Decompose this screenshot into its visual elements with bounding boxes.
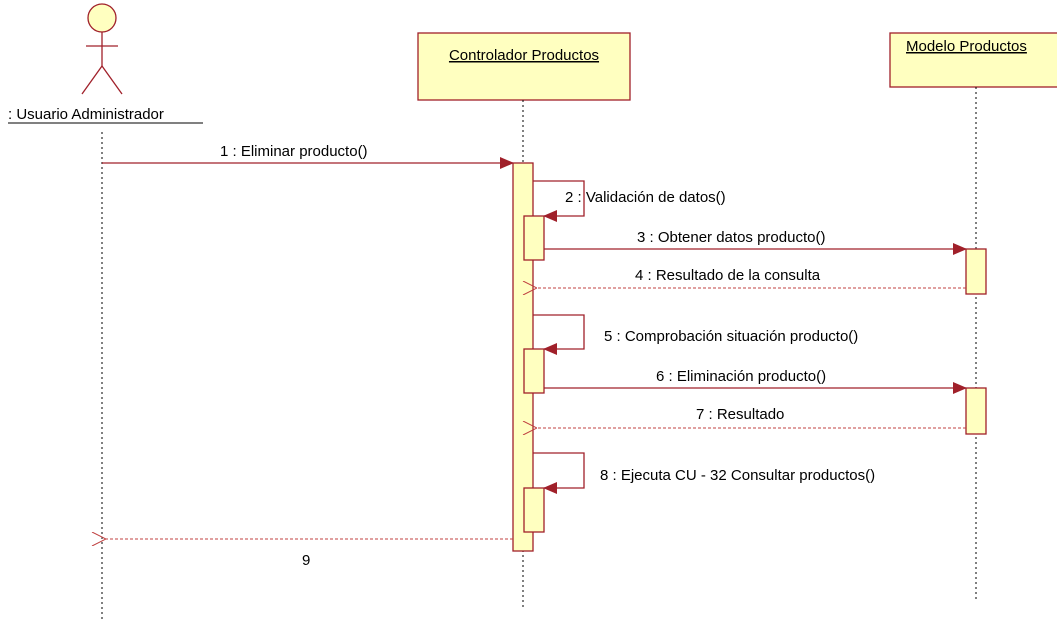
message-2[interactable]: 2 : Validación de datos()	[533, 180, 726, 222]
message-label: 9	[302, 552, 310, 569]
activation-controlador-self-2	[523, 215, 545, 261]
actor-right-leg	[101, 65, 123, 95]
message-8[interactable]: 8 : Ejecuta CU - 32 Consultar productos(…	[533, 452, 875, 494]
message-arrow	[533, 314, 585, 355]
message-3[interactable]: 3 : Obtener datos producto()	[544, 229, 967, 255]
message-label: 2 : Validación de datos()	[565, 189, 726, 206]
message-5[interactable]: 5 : Comprobación situación producto()	[533, 314, 858, 355]
actor-left-leg	[81, 65, 103, 95]
object-modelo-productos[interactable]: Modelo Productos	[889, 32, 1057, 88]
message-label: 7 : Resultado	[696, 406, 784, 423]
message-arrow	[533, 452, 585, 494]
message-label: 8 : Ejecuta CU - 32 Consultar productos(…	[600, 467, 875, 484]
message-4[interactable]: 4 : Resultado de la consulta	[536, 267, 966, 288]
message-label: 5 : Comprobación situación producto()	[604, 328, 858, 345]
activation-controlador-self-5	[523, 348, 545, 394]
object-box	[417, 32, 631, 101]
message-1[interactable]: 1 : Eliminar producto()	[102, 143, 514, 169]
message-label: 4 : Resultado de la consulta	[635, 267, 821, 284]
activation-modelo-3	[965, 248, 987, 295]
activation-modelo-6	[965, 387, 987, 435]
message-label: 1 : Eliminar producto()	[220, 143, 368, 160]
object-controlador-productos[interactable]: Controlador Productos	[417, 32, 631, 101]
object-box	[889, 32, 1057, 88]
actor-head	[87, 3, 117, 33]
actor-name: : Usuario Administrador	[8, 106, 164, 123]
object-name: Modelo Productos	[906, 38, 1027, 55]
activation-controlador-self-8	[523, 487, 545, 533]
message-6[interactable]: 6 : Eliminación producto()	[544, 368, 967, 394]
message-9[interactable]: 9	[105, 539, 513, 569]
message-arrow	[533, 180, 585, 222]
message-7[interactable]: 7 : Resultado	[536, 406, 966, 428]
object-name: Controlador Productos	[449, 47, 599, 64]
message-label: 6 : Eliminación producto()	[656, 368, 826, 385]
actor-usuario-administrador[interactable]: : Usuario Administrador	[8, 3, 203, 124]
message-label: 3 : Obtener datos producto()	[637, 229, 825, 246]
